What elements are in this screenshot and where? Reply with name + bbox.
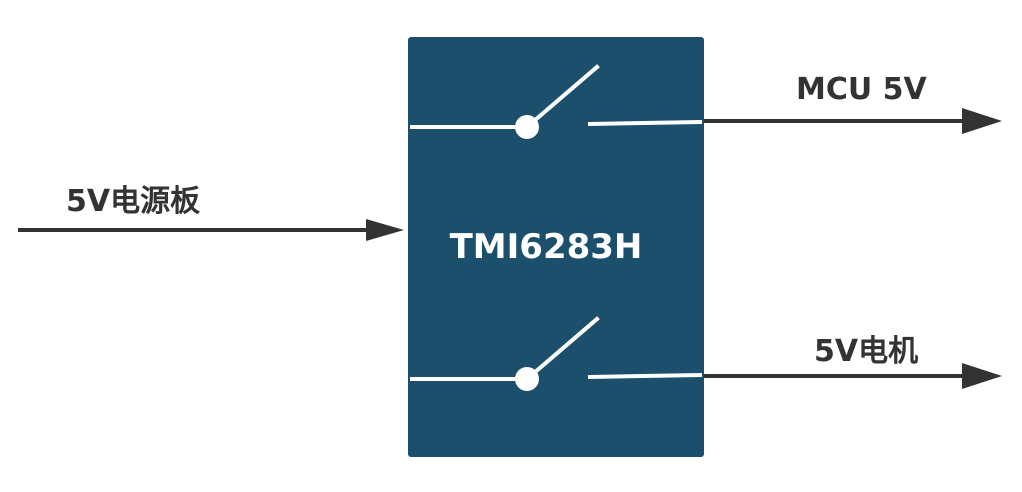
chip-label: TMI6283H xyxy=(450,227,643,267)
input-arrow xyxy=(18,219,404,241)
output-label-motor: 5V电机 xyxy=(814,334,918,369)
output-arrow-motor xyxy=(704,363,1002,389)
input-label: 5V电源板 xyxy=(66,184,200,219)
output-arrow-mcu xyxy=(704,108,1002,134)
chip-block xyxy=(408,37,704,457)
switch-bottom xyxy=(410,316,703,391)
output-label-mcu: MCU 5V xyxy=(796,72,928,107)
switch-top xyxy=(410,64,703,139)
